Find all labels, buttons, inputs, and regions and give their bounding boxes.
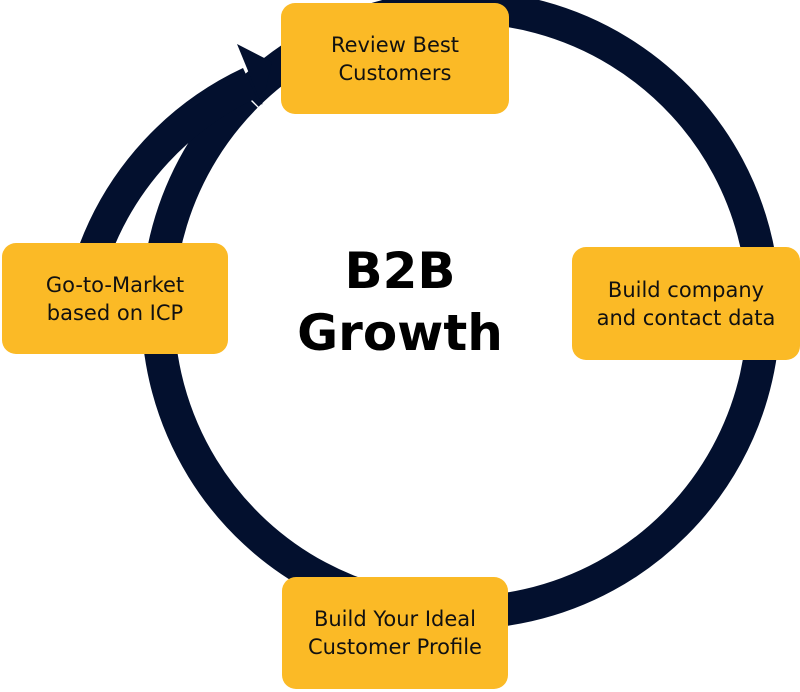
step-label-line2: and contact data (596, 305, 776, 330)
step-build-company-contact-data: Build company and contact data (572, 247, 800, 360)
step-build-ideal-customer-profile: Build Your Ideal Customer Profile (282, 577, 508, 689)
step-go-to-market: Go-to-Market based on ICP (2, 243, 228, 354)
step-review-best-customers: Review Best Customers (281, 3, 509, 114)
step-label-line2: based on ICP (46, 300, 184, 325)
center-title-line2: Growth (297, 304, 503, 362)
center-title-line1: B2B (344, 242, 456, 300)
arrow-shaft (79, 68, 258, 256)
step-label-line1: Build company (607, 277, 765, 302)
step-label-line1: Go-to-Market (45, 272, 185, 297)
step-label-line2: Customers (338, 60, 452, 85)
cycle-arc (141, 0, 781, 630)
step-label-line2: Customer Profile (308, 635, 482, 659)
arrowhead-icon (237, 44, 272, 105)
step-label-line1: Review Best (330, 32, 460, 57)
center-title: B2B Growth (250, 240, 550, 364)
step-label-line1: Build Your Ideal (313, 607, 477, 631)
